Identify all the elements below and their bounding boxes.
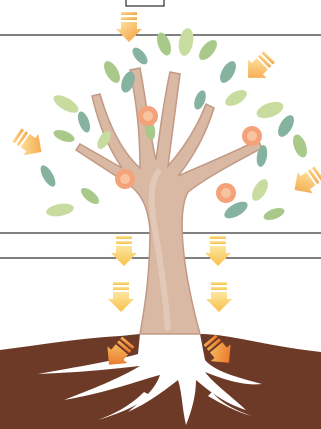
arrow-diagonal-icon [287,162,321,201]
arrow-down-icon [205,236,231,266]
arrow-down-icon [111,236,137,266]
tree-trunk [76,68,262,334]
arrow-diagonal-icon [239,47,279,87]
top-box [126,0,164,6]
arrow-down-icon [206,282,232,312]
arrow-diagonal-icon [9,124,48,163]
arrow-down-icon [116,12,142,42]
arrow-down-icon [108,282,134,312]
